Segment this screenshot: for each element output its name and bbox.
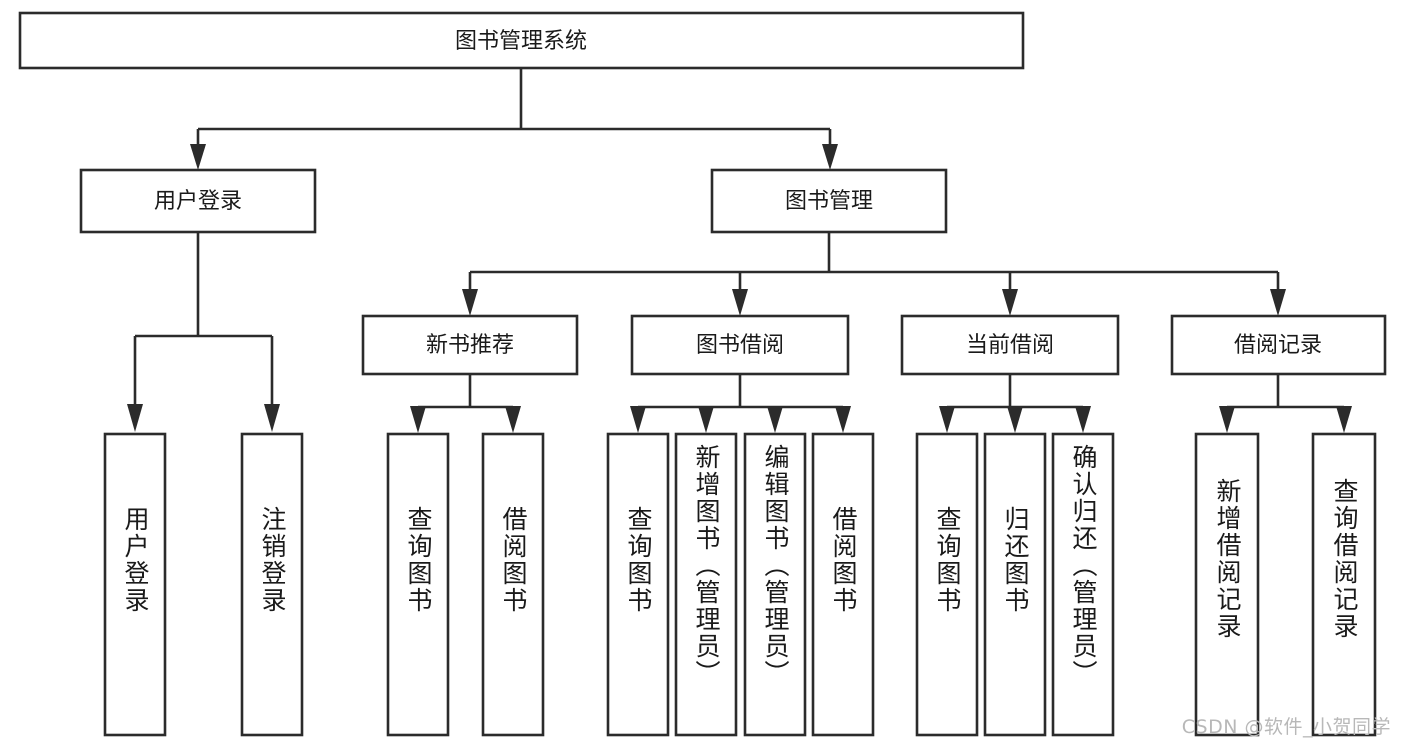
connector-book-manage-to-level3 xyxy=(462,232,1286,316)
arrow-head-leaf-book-borrow-3 xyxy=(767,406,783,433)
leaf-box-borrow-record-1[interactable] xyxy=(1194,432,1260,737)
node-user-login[interactable]: 用户登录 xyxy=(79,168,317,234)
node-root-label: 图书管理系统 xyxy=(455,29,587,54)
arrow-head-leaf-book-borrow-1 xyxy=(630,406,646,433)
node-new-book-recommend-label: 新书推荐 xyxy=(426,333,514,358)
arrow-head-new-book xyxy=(462,289,478,316)
arrow-head-book-borrow xyxy=(732,289,748,316)
arrow-head-user-login xyxy=(190,144,206,170)
connector-book-borrow-to-leaves xyxy=(630,374,851,433)
arrow-head-leaf-borrow-record-1 xyxy=(1219,406,1235,433)
watermark-text: CSDN @软件_小贺同学 xyxy=(1181,716,1391,738)
node-current-borrow-label: 当前借阅 xyxy=(966,333,1054,358)
node-current-borrow[interactable]: 当前借阅 xyxy=(900,314,1120,376)
arrow-head-leaf-new-book-1 xyxy=(410,406,426,433)
connector-root-to-level2 xyxy=(190,68,838,170)
arrow-head-current-borrow xyxy=(1002,289,1018,316)
arrow-head-leaf-borrow-record-2 xyxy=(1336,406,1352,433)
node-root[interactable]: 图书管理系统 xyxy=(18,11,1025,70)
connector-user-login-to-leaves xyxy=(127,232,280,432)
node-user-login-label: 用户登录 xyxy=(154,189,242,214)
leaf-box-current-borrow-2[interactable] xyxy=(983,432,1047,737)
node-root-box[interactable] xyxy=(18,11,1025,70)
node-user-login-box[interactable] xyxy=(79,168,317,234)
node-book-borrow[interactable]: 图书借阅 xyxy=(630,314,850,376)
arrow-head-leaf-book-borrow-4 xyxy=(835,406,851,433)
arrow-head-leaf-current-borrow-1 xyxy=(939,406,955,433)
connector-borrow-record-to-leaves xyxy=(1219,374,1352,433)
leaf-box-user-login-2[interactable] xyxy=(240,432,304,737)
arrow-head-leaf-user-login-1 xyxy=(127,404,143,432)
arrow-head-book-manage xyxy=(822,144,838,170)
leaf-box-book-borrow-2[interactable] xyxy=(674,432,738,737)
leaf-box-book-borrow-1[interactable] xyxy=(606,432,670,737)
leaf-box-borrow-record-2[interactable] xyxy=(1311,432,1377,737)
leaf-box-book-borrow-3[interactable] xyxy=(743,432,807,737)
node-new-book-recommend[interactable]: 新书推荐 xyxy=(361,314,579,376)
arrow-head-leaf-new-book-2 xyxy=(505,406,521,433)
arrow-head-leaf-current-borrow-3 xyxy=(1075,406,1091,433)
leaf-box-book-borrow-4[interactable] xyxy=(811,432,875,737)
arrow-head-leaf-user-login-2 xyxy=(264,404,280,432)
leaf-box-new-book-2[interactable] xyxy=(481,432,545,737)
node-borrow-record[interactable]: 借阅记录 xyxy=(1170,314,1387,376)
leaf-box-current-borrow-1[interactable] xyxy=(915,432,979,737)
leaf-box-current-borrow-3[interactable] xyxy=(1051,432,1115,737)
connector-new-book-to-leaves xyxy=(410,374,521,433)
leaf-box-new-book-1[interactable] xyxy=(386,432,450,737)
leaf-box-user-login-1[interactable] xyxy=(103,432,167,737)
node-book-borrow-label: 图书借阅 xyxy=(696,333,784,358)
arrow-head-leaf-current-borrow-2 xyxy=(1007,406,1023,433)
connector-current-borrow-to-leaves xyxy=(939,374,1091,433)
node-book-manage[interactable]: 图书管理 xyxy=(710,168,948,234)
arrow-head-leaf-book-borrow-2 xyxy=(698,406,714,433)
node-new-book-recommend-box[interactable] xyxy=(361,314,579,376)
leaf-boxes xyxy=(103,432,1377,737)
node-book-manage-label: 图书管理 xyxy=(785,189,873,214)
node-current-borrow-box[interactable] xyxy=(900,314,1120,376)
arrow-head-borrow-record xyxy=(1270,289,1286,316)
node-borrow-record-label: 借阅记录 xyxy=(1234,333,1322,358)
